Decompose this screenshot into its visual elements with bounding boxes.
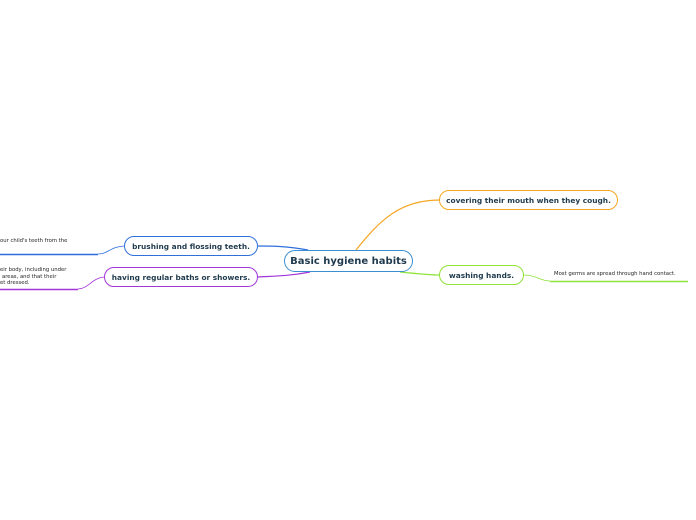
connector-baths-note (77, 276, 105, 290)
note-washing[interactable]: Most germs are spread through hand conta… (554, 271, 676, 278)
note-washing-line-1: Most germs are spread through hand conta… (554, 271, 676, 277)
connector-cough (355, 199, 441, 251)
note-baths-line-2: areas, and that their (2, 273, 57, 280)
connector-baths (257, 271, 311, 278)
topic-washing-hands[interactable]: washing hands. (439, 265, 524, 285)
note-baths-line-3: et dressed. (0, 280, 30, 287)
note-brushing[interactable]: our child's teeth from the (0, 238, 67, 245)
connector-brushing-note (97, 245, 125, 255)
topic-brushing-flossing[interactable]: brushing and flossing teeth. (124, 236, 258, 256)
connector-brushing (257, 245, 309, 251)
central-topic[interactable]: Basic hygiene habits (284, 250, 413, 272)
connector-washing-note (522, 274, 551, 282)
connector-washing (399, 271, 441, 276)
topic-regular-baths[interactable]: having regular baths or showers. (104, 267, 258, 287)
note-baths-line-1: eir body, including under (0, 267, 67, 273)
note-brushing-line-1: our child's teeth from the (0, 238, 68, 244)
note-baths[interactable]: eir body, including under areas, and tha… (0, 267, 66, 287)
topic-covering-mouth[interactable]: covering their mouth when they cough. (439, 190, 618, 210)
